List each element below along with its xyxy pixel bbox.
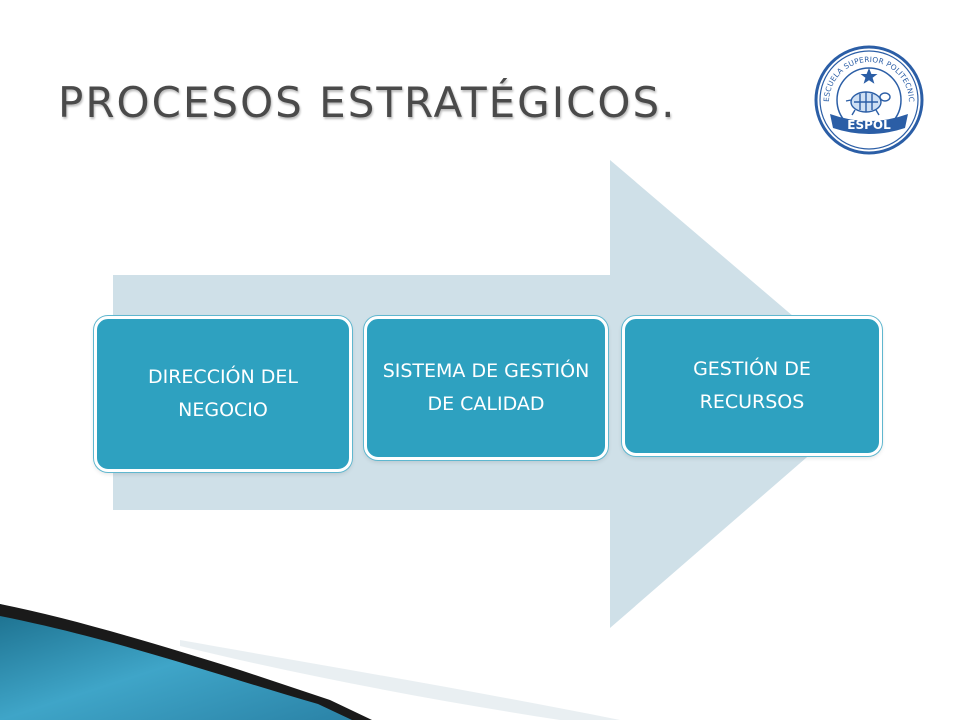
espol-logo: ESCUELA SUPERIOR POLITECNICA DEL LITORAL… [806, 44, 924, 155]
process-box-label: SISTEMA DE GESTIÓN DE CALIDAD [382, 360, 590, 415]
process-box-label: GESTIÓN DE RECURSOS [693, 358, 811, 413]
logo-banner [830, 114, 908, 134]
turtle-icon [845, 91, 891, 116]
process-box-label: DIRECCIÓN DEL NEGOCIO [147, 366, 298, 421]
process-box-recursos: GESTIÓN DE RECURSOS [622, 316, 882, 456]
logo-banner-text: ESPOL [847, 118, 891, 132]
star-icon [860, 68, 878, 84]
process-box-direccion: DIRECCIÓN DEL NEGOCIO [94, 316, 352, 472]
process-box-sistema-calidad: SISTEMA DE GESTIÓN DE CALIDAD [364, 316, 608, 460]
slide-title: PROCESOS ESTRATÉGICOS. [58, 78, 677, 127]
